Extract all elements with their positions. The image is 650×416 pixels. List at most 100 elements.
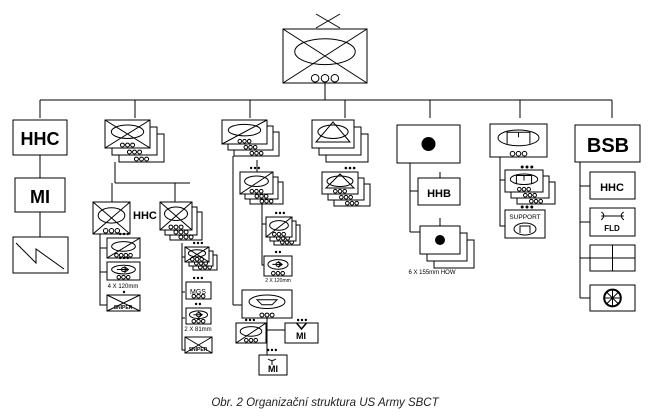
antenna-icon	[267, 358, 277, 365]
oval-icon	[294, 38, 356, 66]
artillery-dot-icon	[435, 235, 445, 245]
echelon-dots	[296, 318, 308, 322]
dot	[192, 241, 196, 245]
circle-icon	[333, 188, 338, 194]
dot	[122, 290, 126, 294]
circle-icon	[271, 270, 276, 276]
oval-icon	[326, 175, 354, 188]
unit-frame	[12, 119, 68, 156]
unit-label: HHB	[427, 188, 451, 200]
circle-icon	[132, 149, 137, 155]
dot	[249, 166, 253, 170]
circle-icon	[354, 200, 359, 206]
circle-icon	[237, 138, 243, 144]
dot	[248, 318, 252, 322]
recon-icon	[255, 299, 279, 306]
circle-icon	[538, 198, 543, 204]
echelon-dots	[192, 276, 204, 280]
circle-icon	[532, 192, 537, 198]
circle-icon	[515, 150, 522, 157]
slash-line	[221, 119, 268, 145]
echelon-dots	[274, 250, 282, 254]
circle-icon	[310, 73, 320, 83]
unit-frame	[574, 124, 641, 163]
echelon-dots	[344, 166, 356, 170]
oval-icon	[513, 222, 537, 236]
dot	[192, 276, 196, 280]
mi-team-box	[258, 354, 288, 376]
slash-line	[106, 237, 141, 259]
unit-label: 4 X 120mm	[108, 284, 139, 290]
circle-icon	[527, 192, 533, 198]
unit-label: SNIPER	[189, 347, 208, 353]
circle-icon	[178, 229, 184, 235]
circle-icon	[330, 73, 340, 83]
circle-icon	[258, 150, 264, 156]
oval-icon	[317, 124, 349, 139]
dot	[270, 348, 274, 352]
support-bracket-icon	[519, 225, 531, 233]
mortar-box	[106, 261, 141, 281]
circle-icon	[200, 318, 206, 324]
circle-icon	[123, 252, 129, 258]
dot	[194, 302, 198, 306]
infantry-company-box	[159, 201, 203, 241]
support-platoon-box	[504, 209, 546, 239]
oval-icon	[497, 129, 540, 147]
unit-label: MI	[296, 331, 306, 341]
circle-icon	[121, 274, 126, 280]
howitzer-battery-box	[419, 225, 475, 269]
dot	[118, 256, 122, 260]
dot	[274, 211, 278, 215]
dot	[118, 232, 122, 236]
unit-label: HHC	[21, 129, 60, 149]
unit-label: 6 X 155mm HOW	[408, 270, 455, 276]
unit-frame	[284, 322, 319, 344]
bn-company-box	[106, 237, 141, 259]
circle-icon	[276, 231, 282, 237]
dot	[196, 276, 200, 280]
circle-icon	[521, 186, 527, 192]
dot	[296, 318, 300, 322]
unit-frame	[589, 171, 636, 200]
mortar-icon	[196, 312, 201, 318]
mgs-box	[185, 281, 212, 300]
circle-icon	[281, 231, 286, 237]
circle-icon	[252, 144, 258, 150]
circle-icon	[517, 186, 522, 192]
circle-icon	[183, 234, 189, 240]
intel-chevron-icon	[295, 322, 308, 331]
unit-label: MGS	[190, 289, 206, 296]
medical-company-box	[589, 284, 636, 312]
circle-icon	[243, 144, 249, 150]
circle-icon	[242, 138, 247, 144]
oval-icon	[244, 175, 269, 188]
unit-label: MI	[268, 364, 278, 374]
circle-icon	[248, 144, 253, 150]
circle-icon	[254, 193, 260, 199]
dot	[200, 276, 204, 280]
cross-line	[184, 336, 213, 354]
oval-icon	[227, 123, 262, 137]
circle-icon	[173, 229, 179, 235]
dot	[348, 166, 352, 170]
echelon-dots	[266, 348, 278, 352]
dot	[530, 165, 534, 169]
bn-hhc-box	[92, 201, 131, 235]
recon-troop-box	[239, 171, 284, 205]
dot	[252, 318, 256, 322]
signal-box	[12, 236, 69, 274]
circle-icon	[137, 149, 143, 155]
dot	[126, 256, 130, 260]
circle-icon	[139, 156, 144, 162]
oval-icon	[163, 206, 189, 221]
circle-icon	[259, 198, 265, 204]
dot	[198, 302, 202, 306]
circle-icon	[343, 194, 349, 200]
unit-frame	[504, 209, 546, 239]
uav-platoon-box	[235, 322, 267, 344]
circle-icon	[200, 293, 206, 299]
maintenance-icon	[600, 211, 625, 221]
figure-caption: Obr. 2 Organizační struktura US Army SBC…	[211, 397, 439, 409]
circle-icon	[173, 224, 179, 230]
